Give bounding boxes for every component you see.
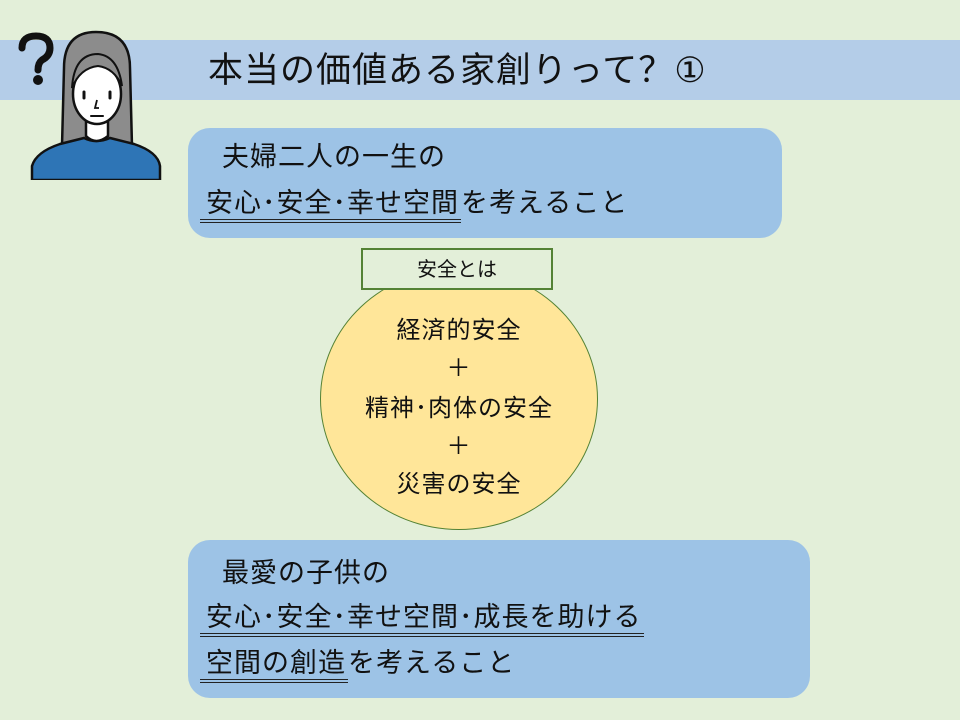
- couple-box-line2: 安心･安全･幸せ空間を考えること: [200, 186, 629, 223]
- child-box: [188, 540, 810, 698]
- child-box-underlined-1: 安心･安全･幸せ空間･成長を助ける: [200, 602, 644, 637]
- title-bar: [0, 40, 960, 100]
- child-box-line2: 安心･安全･幸せ空間･成長を助ける: [200, 600, 644, 637]
- safety-tag: 安全とは: [361, 248, 553, 290]
- safety-plus-1: ＋: [446, 354, 472, 382]
- child-box-line1: 最愛の子供の: [222, 558, 390, 589]
- child-box-line3: 空間の創造を考えること: [200, 646, 516, 683]
- safety-line-mental-physical: 精神･肉体の安全: [365, 394, 553, 422]
- couple-box-line1: 夫婦二人の一生の: [222, 142, 446, 173]
- safety-line-disaster: 災害の安全: [396, 470, 522, 498]
- safety-plus-2: ＋: [446, 432, 472, 460]
- safety-circle: [320, 268, 598, 530]
- child-box-line3-rest: を考えること: [348, 648, 516, 679]
- page-title: 本当の価値ある家創りって？①: [208, 51, 707, 91]
- question-mark-icon: [18, 32, 54, 85]
- safety-line-economic: 経済的安全: [396, 316, 522, 344]
- woman-avatar-icon: [18, 30, 162, 180]
- child-box-underlined-2: 空間の創造: [200, 648, 348, 683]
- couple-box-underlined: 安心･安全･幸せ空間: [200, 188, 461, 223]
- couple-box-line2-rest: を考えること: [461, 188, 629, 219]
- couple-box: [188, 128, 782, 238]
